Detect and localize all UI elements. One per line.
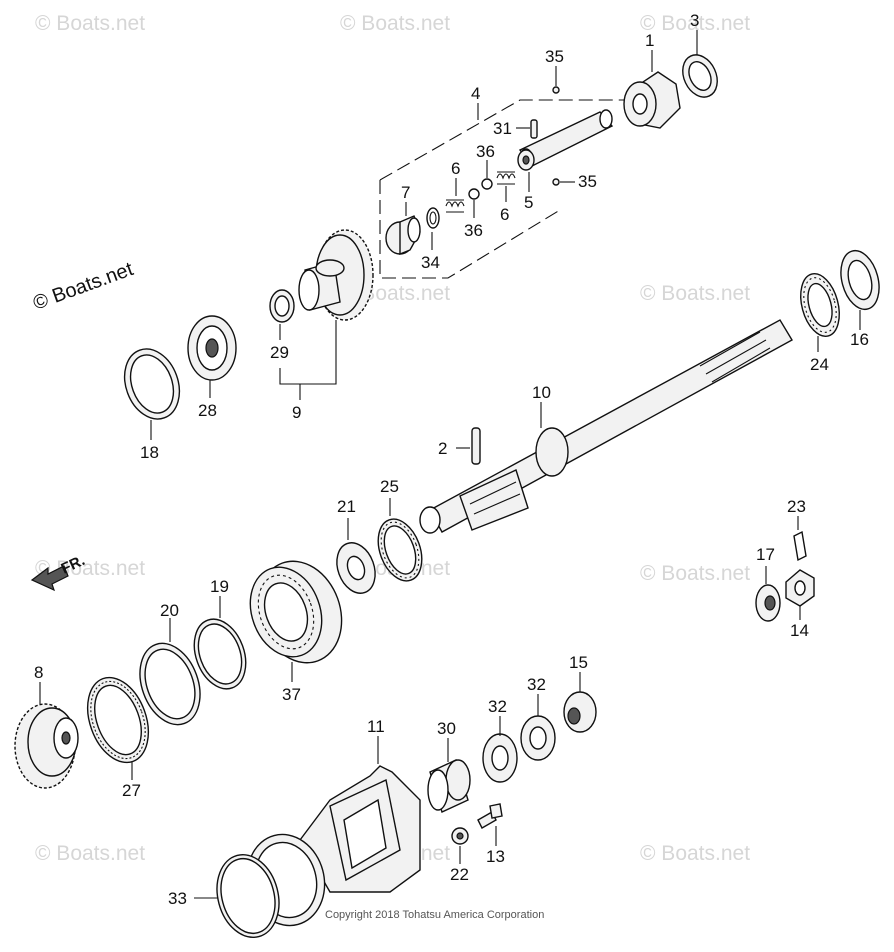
part-17-washer (755, 566, 781, 622)
callout-5: 5 (524, 193, 533, 212)
part-30-needle-bearing (427, 738, 471, 813)
callout-8: 8 (34, 663, 43, 682)
part-29-needle-bearing (269, 289, 295, 340)
callout-25: 25 (380, 477, 399, 496)
callout-1: 1 (645, 31, 654, 50)
part-24-thrust-bearing (800, 273, 840, 352)
copyright-notice: Copyright 2018 Tohatsu America Corporati… (325, 909, 544, 921)
callout-29: 29 (270, 343, 289, 362)
watermark-dark: © Boats.net (30, 258, 136, 315)
callout-34: 34 (421, 253, 440, 272)
callout-37: 37 (282, 685, 301, 704)
part-3-ring (682, 30, 718, 98)
callout-19: 19 (210, 577, 229, 596)
part-11-bearing-housing (299, 736, 421, 893)
part-19-shim (193, 596, 247, 690)
callout-11: 11 (367, 717, 385, 736)
part-14-castle-nut (785, 569, 815, 620)
callout-22: 22 (450, 865, 469, 884)
part-15-bushing (563, 672, 597, 733)
callout-4: 4 (471, 84, 480, 103)
watermark-top-right: © Boats.net (640, 12, 750, 35)
part-21-washer (336, 518, 376, 594)
callout-32-right: 32 (527, 675, 546, 694)
part-32-oil-seal-left (482, 716, 518, 783)
part-2-pin (456, 427, 481, 465)
assembly-outline-4-top (379, 99, 640, 181)
part-28-ball-bearing (187, 315, 237, 398)
callout-36-lower: 36 (464, 221, 483, 240)
part-13-bolt (477, 803, 503, 846)
watermark-bottom-left: © Boats.net (35, 842, 145, 865)
part-16-washer (840, 249, 880, 330)
part-35-ball-lower (552, 178, 560, 186)
part-34-clip (426, 207, 440, 250)
forward-arrow-icon (30, 565, 69, 592)
watermark-top-left: © Boats.net (35, 12, 145, 35)
part-22-washer (451, 827, 469, 864)
part-10-propeller-shaft (419, 319, 793, 534)
part-18-snap-ring (123, 348, 181, 440)
callout-36-upper: 36 (476, 142, 495, 161)
part-5-bushing (517, 149, 535, 192)
callout-6-left: 6 (451, 159, 460, 178)
part-6-spring-left (445, 178, 465, 213)
callout-13: 13 (486, 847, 505, 866)
watermark-bottom-right: © Boats.net (640, 842, 750, 865)
callout-33: 33 (168, 889, 187, 908)
part-7-plunger (385, 202, 421, 256)
part-25-thrust-bearing (377, 498, 423, 582)
callout-16: 16 (850, 330, 869, 349)
callout-3: 3 (690, 11, 699, 30)
callout-24: 24 (810, 355, 829, 374)
callout-2: 2 (438, 439, 447, 458)
part-36-ball-lower (468, 188, 480, 200)
part-35-ball-upper (552, 86, 560, 94)
callout-31: 31 (493, 119, 512, 138)
callout-30: 30 (437, 719, 456, 738)
watermark-top-center: © Boats.net (340, 12, 450, 35)
part-27-thrust-bearing (86, 676, 150, 780)
callout-20: 20 (160, 601, 179, 620)
callout-27: 27 (122, 781, 141, 800)
part-9-gear-assembly (279, 229, 374, 400)
callout-9: 9 (292, 403, 301, 422)
callout-6-right: 6 (500, 205, 509, 224)
callout-23: 23 (787, 497, 806, 516)
watermark-mid-right: © Boats.net (640, 282, 750, 305)
part-20-shim (139, 618, 201, 726)
callout-18: 18 (140, 443, 159, 462)
assembly-outline-4-bottom (379, 180, 561, 279)
part-8-forward-gear (14, 682, 79, 789)
callout-32-left: 32 (488, 697, 507, 716)
callout-7: 7 (401, 183, 410, 202)
callout-35-upper: 35 (545, 47, 564, 66)
callout-15: 15 (569, 653, 588, 672)
callout-21: 21 (337, 497, 356, 516)
callout-14: 14 (790, 621, 809, 640)
callout-10: 10 (532, 383, 551, 402)
watermark-right-lower: © Boats.net (640, 562, 750, 585)
part-33-o-ring (194, 853, 280, 939)
part-6-spring-right (496, 171, 516, 202)
part-23-cotter-pin (793, 516, 807, 562)
part-31-pin (516, 119, 538, 139)
callout-35-lower: 35 (578, 172, 597, 191)
callout-17: 17 (756, 545, 775, 564)
part-1-clutch (623, 50, 681, 129)
part-37-bearing-housing (249, 560, 343, 682)
part-32-oil-seal-right (520, 694, 556, 761)
part-36-ball-upper (481, 178, 493, 190)
callout-labels: 1 3 35 4 31 36 6 35 7 5 6 36 34 29 28 9 … (34, 11, 869, 908)
callout-28: 28 (198, 401, 217, 420)
